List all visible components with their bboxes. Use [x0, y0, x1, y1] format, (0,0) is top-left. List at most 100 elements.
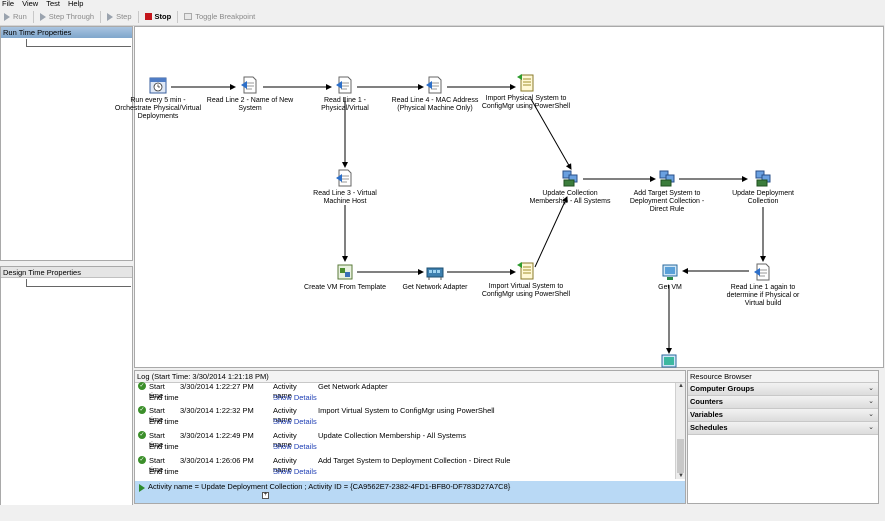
- node-label: Create VM From Template: [304, 284, 386, 291]
- node-label: Read Line 1 - Physical/Virtual: [321, 97, 369, 112]
- toolbar-separator: [100, 10, 102, 23]
- step-label: Step: [116, 12, 132, 21]
- node-read-line-3[interactable]: Read Line 3 - Virtual Machine Host: [300, 168, 390, 206]
- toolbar-separator: [137, 10, 139, 23]
- show-details-link[interactable]: Show Details: [273, 417, 317, 426]
- node-next-partial[interactable]: [659, 353, 679, 369]
- run-button[interactable]: Run: [0, 10, 31, 24]
- node-label: Read Line 4 - MAC Address (Physical Mach…: [391, 97, 479, 112]
- toolbar-separator: [32, 10, 34, 23]
- run-label: Run: [13, 12, 27, 21]
- success-check-icon: ✓: [138, 456, 146, 464]
- breakpoint-icon: [184, 13, 193, 20]
- menu-view[interactable]: View: [22, 0, 39, 8]
- configmgr-collection-icon: [562, 170, 578, 187]
- resource-counters[interactable]: Counters ⌄: [688, 396, 878, 409]
- activity-name-value: Add Target System to Deployment Collecti…: [318, 456, 511, 465]
- end-time-label: End time: [149, 442, 179, 451]
- log-entry[interactable]: ✓ Start time 3/30/2014 1:26:06 PM End ti…: [135, 455, 675, 479]
- activity-name-value: Get Network Adapter: [318, 382, 388, 391]
- log-entry[interactable]: ✓ Start time 3/30/2014 1:22:27 PM End ti…: [135, 381, 675, 405]
- scroll-down-icon[interactable]: ▼: [678, 473, 684, 479]
- network-adapter-icon: [426, 267, 444, 280]
- configmgr-collection-icon: [659, 170, 675, 187]
- workflow-links: [171, 84, 766, 354]
- node-update-deployment-collection[interactable]: Update Deployment Collection: [718, 168, 808, 206]
- log-entry-selected[interactable]: Activity name = Update Deployment Collec…: [135, 481, 685, 503]
- show-details-link[interactable]: Show Details: [273, 467, 317, 476]
- read-line-icon: [336, 169, 352, 187]
- node-label: Read Line 3 - Virtual Machine Host: [313, 190, 377, 205]
- node-get-vm[interactable]: Get VM: [625, 262, 715, 292]
- node-label: Import Virtual System to ConfigMgr using…: [481, 283, 571, 298]
- end-time-label: End time: [149, 467, 179, 476]
- toggle-breakpoint-label: Toggle Breakpoint: [195, 12, 256, 21]
- log-scrollbar[interactable]: ▲ ▼: [675, 383, 685, 479]
- start-time-value: 3/30/2014 1:22:49 PM: [180, 431, 254, 440]
- designtime-properties-tree: [26, 279, 131, 287]
- log-panel: Log (Start Time: 3/30/2014 1:21:18 PM) ✓…: [134, 370, 686, 504]
- start-time-label: Start time: [149, 382, 165, 400]
- node-create-vm[interactable]: Create VM From Template: [300, 262, 390, 292]
- read-line-icon: [426, 76, 442, 94]
- node-import-physical[interactable]: Import Physical System to ConfigMgr usin…: [481, 73, 571, 111]
- step-through-button[interactable]: Step Through: [36, 10, 98, 24]
- resource-label: Counters: [690, 397, 723, 406]
- menu-help[interactable]: Help: [67, 0, 84, 8]
- activity-name-value: Import Virtual System to ConfigMgr using…: [318, 406, 495, 415]
- menu-file[interactable]: File: [2, 0, 15, 8]
- runbook-canvas[interactable]: Run every 5 min - Orchestrate Physical/V…: [115, 26, 884, 369]
- vmware-vm-icon: [337, 264, 353, 280]
- calendar-clock-icon: [149, 77, 167, 94]
- expand-chevron-icon: ⌄: [868, 424, 874, 431]
- log-title: Log (Start Time: 3/30/2014 1:21:18 PM): [135, 371, 685, 383]
- start-time-label: Start time: [149, 431, 165, 449]
- log-entry[interactable]: ✓ Start time 3/30/2014 1:22:32 PM End ti…: [135, 405, 675, 429]
- node-label: Get VM: [658, 284, 682, 291]
- success-check-icon: ✓: [138, 406, 146, 414]
- toggle-breakpoint-button[interactable]: Toggle Breakpoint: [180, 10, 259, 24]
- read-line-icon: [754, 263, 770, 281]
- step-through-icon: [39, 12, 46, 21]
- node-add-target-system[interactable]: Add Target System to Deployment Collecti…: [622, 168, 712, 214]
- run-script-icon: [517, 262, 534, 280]
- resource-browser-title: Resource Browser: [688, 371, 878, 383]
- stop-button[interactable]: Stop: [141, 10, 176, 24]
- resource-computer-groups[interactable]: Computer Groups ⌄: [688, 383, 878, 396]
- resource-browser-panel: Resource Browser Computer Groups ⌄ Count…: [687, 370, 879, 504]
- start-time-value: 3/30/2014 1:26:06 PM: [180, 456, 254, 465]
- log-entries[interactable]: ✓ Start time 3/30/2014 1:22:27 PM End ti…: [135, 381, 675, 493]
- node-import-virtual[interactable]: Import Virtual System to ConfigMgr using…: [481, 261, 571, 299]
- show-details-link[interactable]: Show Details: [273, 442, 317, 451]
- node-read-line-1[interactable]: Read Line 1 - Physical/Virtual: [300, 75, 390, 113]
- menu-test[interactable]: Test: [46, 0, 60, 8]
- read-line-icon: [241, 76, 257, 94]
- step-button[interactable]: Step: [103, 10, 135, 24]
- stop-icon: [144, 13, 152, 20]
- toolbar-separator: [177, 10, 179, 23]
- scrollbar-thumb[interactable]: [677, 439, 684, 473]
- expand-chevron-icon: ⌄: [868, 385, 874, 392]
- node-label: Read Line 1 again to determine if Physic…: [726, 284, 800, 307]
- node-get-network-adapter[interactable]: Get Network Adapter: [390, 262, 480, 292]
- node-label: Update Collection Membership - All Syste…: [529, 190, 611, 205]
- node-monitor-date-time[interactable]: Run every 5 min - Orchestrate Physical/V…: [113, 75, 203, 121]
- node-read-line-2[interactable]: Read Line 2 - Name of New System: [205, 75, 295, 113]
- activity-name-label: Activity name: [273, 431, 297, 449]
- resource-label: Computer Groups: [690, 384, 755, 393]
- resource-variables[interactable]: Variables ⌄: [688, 409, 878, 422]
- activity-name-value: Update Collection Membership - All Syste…: [318, 431, 466, 440]
- log-entry[interactable]: ✓ Start time 3/30/2014 1:22:49 PM End ti…: [135, 430, 675, 454]
- node-label: Add Target System to Deployment Collecti…: [629, 190, 705, 213]
- step-through-label: Step Through: [48, 12, 95, 21]
- node-read-line-4[interactable]: Read Line 4 - MAC Address (Physical Mach…: [390, 75, 480, 113]
- show-details-link[interactable]: Show Details: [273, 393, 317, 402]
- scroll-up-icon[interactable]: ▲: [678, 383, 684, 389]
- activity-name-label: Activity name: [273, 456, 297, 474]
- node-update-collection-all[interactable]: Update Collection Membership - All Syste…: [525, 168, 615, 206]
- expand-icon[interactable]: +: [262, 492, 269, 499]
- resource-schedules[interactable]: Schedules ⌄: [688, 422, 878, 435]
- node-read-line-1-again[interactable]: Read Line 1 again to determine if Physic…: [718, 262, 808, 308]
- node-label: Update Deployment Collection: [732, 190, 794, 205]
